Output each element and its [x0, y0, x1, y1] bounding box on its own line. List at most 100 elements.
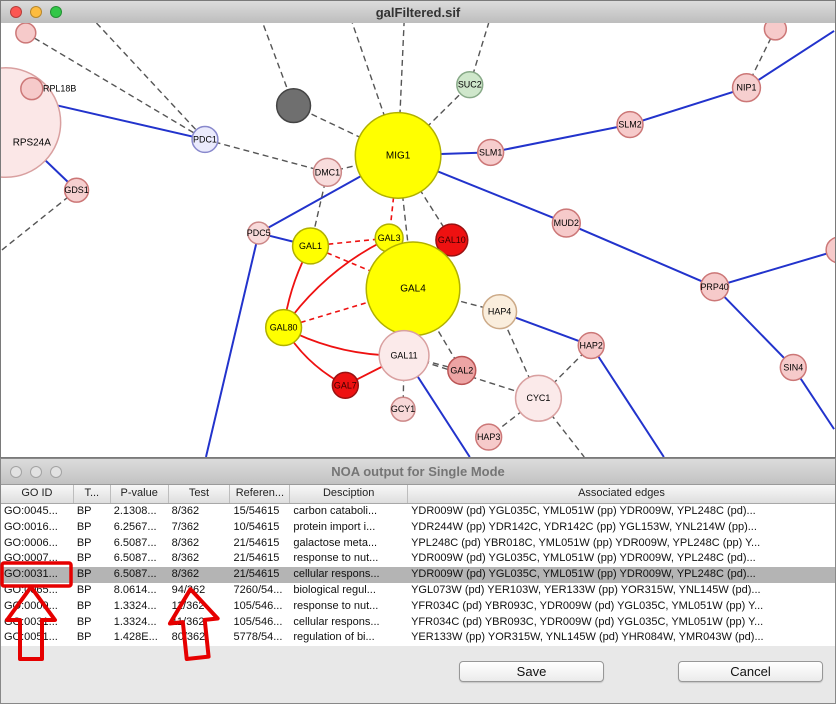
close-button-icon[interactable] — [10, 6, 22, 18]
network-node-label: SLM1 — [479, 147, 502, 157]
table-cell: 105/546... — [233, 599, 283, 612]
network-edge[interactable] — [629, 86, 747, 126]
network-edge[interactable] — [745, 30, 835, 89]
network-node-SUC2[interactable] — [456, 71, 484, 99]
network-node-label: SUC2 — [458, 80, 482, 90]
network-node-SIN4[interactable] — [779, 353, 807, 382]
network-edge[interactable] — [25, 32, 206, 141]
window-controls — [10, 1, 62, 23]
network-node-GAL80[interactable] — [264, 308, 303, 347]
cancel-button[interactable]: Cancel — [678, 661, 823, 682]
network-node-HAP2[interactable] — [577, 331, 605, 360]
network-node-label: GAL3 — [378, 233, 401, 243]
network-node-PDC1[interactable] — [191, 125, 219, 154]
noa-window-title: NOA output for Single Mode — [331, 464, 505, 479]
network-node-HAP3[interactable] — [474, 423, 503, 451]
network-node-label: GAL80 — [270, 323, 298, 333]
table-cell: GO:0016... — [4, 520, 58, 533]
network-edge[interactable] — [1, 189, 78, 251]
network-edge[interactable] — [205, 232, 260, 457]
zoom-button-icon[interactable] — [50, 465, 62, 478]
table-cell: 21/54615 — [233, 536, 280, 549]
network-edge[interactable] — [95, 23, 206, 140]
network-edge[interactable] — [204, 138, 328, 173]
network-graph: RPS24ARPL18BGDS1PDC1DMC1MIG1SUC2SLM1SLM2… — [1, 23, 835, 457]
network-node-SLM2[interactable] — [616, 110, 644, 139]
network-node-edge_topleft[interactable] — [15, 23, 37, 44]
network-edge[interactable] — [490, 123, 631, 154]
network-node-PRP40[interactable] — [699, 272, 730, 302]
network-node-CYC1[interactable] — [514, 374, 563, 422]
minimize-button-icon[interactable] — [30, 6, 42, 18]
network-edge[interactable] — [590, 344, 665, 457]
network-node-GAL1[interactable] — [291, 227, 330, 265]
table-cell: 15/54615 — [233, 505, 280, 517]
table-cell: GO:0051... — [4, 631, 58, 644]
column-header-3[interactable]: Test — [169, 485, 231, 503]
network-node-label: GAL1 — [299, 241, 322, 251]
network-node-GAL11[interactable] — [378, 329, 430, 382]
network-node-GAL10[interactable] — [435, 223, 469, 257]
table-cell: 7/362 — [171, 520, 200, 533]
network-edge[interactable] — [713, 286, 794, 369]
network-node-GAL2[interactable] — [447, 355, 477, 386]
column-header-5[interactable]: Desciption — [290, 485, 409, 503]
table-cell: 1.3324... — [113, 599, 157, 612]
table-cell: BP — [76, 520, 92, 533]
network-edge[interactable] — [283, 288, 414, 329]
network-node-SLM1[interactable] — [476, 138, 505, 167]
network-node-HAP4[interactable] — [481, 294, 518, 330]
network-node-label: CYC1 — [527, 393, 551, 403]
graph-window-title: galFiltered.sif — [375, 4, 461, 20]
network-node-MUD2[interactable] — [551, 208, 581, 238]
network-node-dark[interactable] — [275, 87, 312, 124]
network-node-label: GAL7 — [334, 380, 357, 390]
column-header-4[interactable]: Referen... — [230, 485, 291, 503]
network-node-DMC1[interactable] — [312, 157, 343, 187]
column-header-6[interactable]: Associated edges — [578, 487, 665, 499]
network-node-RPL18B[interactable] — [20, 77, 44, 101]
network-node-MIG1[interactable] — [354, 111, 442, 199]
network-node-edge_topright[interactable] — [763, 23, 788, 41]
network-node-rps24a_halo[interactable] — [1, 67, 62, 179]
network-node-PDC5[interactable] — [247, 221, 271, 245]
network-node-label: GDS1 — [64, 185, 88, 195]
save-button[interactable]: Save — [459, 661, 604, 682]
table-cell: 105/546... — [233, 615, 283, 628]
network-node-NIP1[interactable] — [731, 73, 762, 103]
table-cell: 10/54615 — [233, 520, 280, 533]
network-node-edge_right[interactable] — [825, 236, 835, 264]
network-node-label: GAL10 — [438, 235, 466, 245]
column-header-1[interactable]: T... — [74, 485, 111, 503]
network-node-GAL7[interactable] — [331, 371, 360, 400]
noa-window-titlebar[interactable]: NOA output for Single Mode — [1, 459, 835, 485]
column-header-2[interactable]: P-value — [111, 485, 169, 503]
network-edge[interactable] — [565, 222, 716, 288]
close-button-icon[interactable] — [10, 465, 22, 478]
column-header-0[interactable]: GO ID — [1, 485, 74, 503]
graph-window-titlebar[interactable]: galFiltered.sif — [1, 1, 835, 24]
network-edge[interactable] — [714, 250, 835, 288]
table-cell: response to nut... — [293, 552, 379, 565]
table-cell: 80/362 — [171, 631, 206, 644]
table-cell: BP — [76, 568, 92, 581]
network-node-GCY1[interactable] — [390, 396, 416, 422]
minimize-button-icon[interactable] — [30, 465, 42, 478]
network-edge[interactable] — [397, 155, 453, 241]
table-cell: regulation of bi... — [293, 631, 375, 644]
network-node-GDS1[interactable] — [63, 177, 90, 203]
table-cell: YGL073W (pd) YER103W, YER133W (pp) YOR31… — [411, 583, 761, 596]
table-cell: 8/362 — [171, 568, 200, 581]
network-edge[interactable] — [397, 84, 471, 156]
zoom-button-icon[interactable] — [50, 6, 62, 18]
